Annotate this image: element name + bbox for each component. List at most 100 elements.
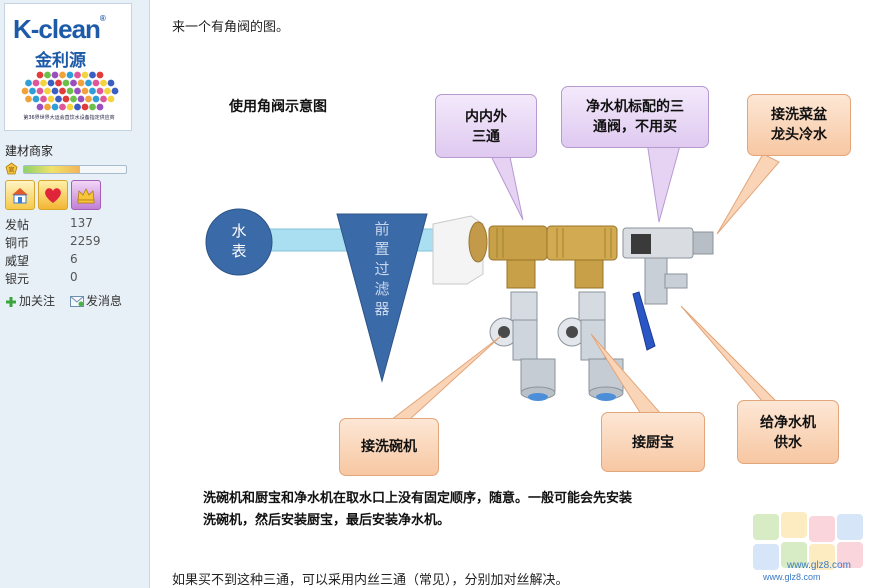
mosaic-dot [25,95,32,103]
site-watermark: www.glz8.com [751,508,869,588]
follow-button[interactable]: 加关注 [5,292,55,309]
mosaic-dot [62,95,70,103]
post-content: 来一个有角阀的图。 使用角阀示意图 水 表 前 置 过 滤 器 [151,0,871,588]
crown-medal-icon[interactable] [71,180,101,210]
callout-line: 通阀，不用买 [593,119,677,135]
mosaic-dot [62,79,70,87]
stat-label: 威望 [5,254,30,268]
stat-posts: 发帖 137 [5,216,145,234]
mosaic-dot [104,87,111,95]
callout-line: 接厨宝 [632,435,674,451]
mosaic-dot [25,79,32,87]
mosaic-dot [81,103,89,111]
mosaic-dot [51,87,59,95]
mosaic-dot [55,95,62,103]
water-meter-circle [205,208,273,276]
message-label: 发消息 [86,294,123,308]
filter-label-2: 置 [374,240,389,258]
mosaic-dot [36,87,44,95]
mosaic-dot [85,79,92,87]
stat-value: 0 [70,270,78,284]
logo-mosaic-graphic [21,71,119,111]
callout-line: 内内外 [465,109,507,125]
callout-line: 净水机标配的三 [586,99,684,115]
callout-dishwasher: 接洗碗机 [339,418,439,476]
mosaic-dot [47,95,55,103]
plus-icon [6,296,16,307]
meter-label-1: 水 [231,222,246,240]
user-sidebar: K-clean® 金利源 第36界世界大运会直饮水设备指定供应商 建材商家 官 [0,0,150,588]
callout-sink-faucet: 接洗菜盆 龙头冷水 [747,94,851,156]
pointer-sink [716,153,780,235]
mosaic-dot [100,79,107,87]
mosaic-dot [74,87,81,95]
mosaic-dot [59,71,66,79]
follow-label: 加关注 [19,294,56,308]
caption-line: 洗碗机和厨宝和净水机在取水口上没有固定顺序，随意。一般可能会先安装 [203,491,633,506]
stat-label: 银元 [5,272,30,286]
stat-value: 137 [70,216,93,230]
mosaic-dot [100,95,107,103]
mosaic-dot [40,79,47,87]
angle-valve-right [557,291,624,401]
blue-valve-handle [632,291,656,351]
mosaic-dot [89,87,96,95]
logo-text: K-clean [13,14,101,44]
caption-line: 洗碗机，然后安装厨宝，最后安装净水机。 [203,513,451,528]
callout-line: 给净水机 [760,415,816,431]
mosaic-dot [44,71,51,79]
callout-line: 接洗碗机 [361,439,417,455]
username[interactable]: 建材商家 [5,144,54,158]
mosaic-dot [96,103,104,111]
callout-purifier-valve: 净水机标配的三 通阀，不用买 [561,86,709,148]
filter-label-5: 器 [374,300,389,318]
watermark-site-url: www.glz8.com [787,560,851,571]
stat-value: 6 [70,252,78,266]
send-message-button[interactable]: 发消息 [70,292,122,309]
angle-valve-left [489,291,556,401]
callout-line: 供水 [774,435,802,451]
mosaic-dot [96,87,104,95]
pre-filter-triangle [336,213,428,383]
mosaic-dot [32,95,40,103]
mosaic-dot [21,87,29,95]
heart-medal-icon[interactable] [38,180,68,210]
avatar[interactable]: K-clean® 金利源 第36界世界大运会直饮水设备指定供应商 [4,3,132,131]
mosaic-dot [85,95,92,103]
stat-prestige: 威望 6 [5,252,145,270]
mosaic-dot [36,103,44,111]
level-progress-bar [23,165,127,174]
callout-line: 龙头冷水 [771,127,827,143]
mosaic-dot [74,71,81,79]
post-intro-text: 来一个有角阀的图。 [172,20,290,35]
pointer-tee [488,151,524,221]
angle-valve-diagram: 使用角阀示意图 水 表 前 置 过 滤 器 [171,84,861,554]
envelope-icon [70,296,84,307]
mosaic-dot [59,103,66,111]
rank-badge-icon: 官 [5,162,18,175]
user-level: 官 [5,162,127,176]
mosaic-dot [51,103,59,111]
stat-value: 2259 [70,234,101,248]
watermark-logo-graphic [753,512,863,570]
logo-subtitle: 第36界世界大运会直饮水设备指定供应商 [23,115,115,121]
mosaic-dot [44,103,51,111]
mosaic-dot [59,87,66,95]
filter-label-1: 前 [374,220,389,238]
callout-line: 三通 [472,129,500,145]
mosaic-dot [66,71,74,79]
mosaic-dot [77,95,85,103]
mosaic-dot [81,87,89,95]
mosaic-dot [47,79,55,87]
level-progress-fill [24,166,81,173]
mosaic-dot [44,87,51,95]
registered-mark: ® [99,14,106,23]
stat-label: 铜币 [5,236,30,250]
stat-silver: 银元 0 [5,270,145,288]
home-medal-icon[interactable] [5,180,35,210]
pointer-dishwasher [389,335,502,421]
mosaic-dot [70,95,77,103]
mosaic-dot [107,79,115,87]
mosaic-dot [51,71,59,79]
mosaic-dot [81,71,89,79]
